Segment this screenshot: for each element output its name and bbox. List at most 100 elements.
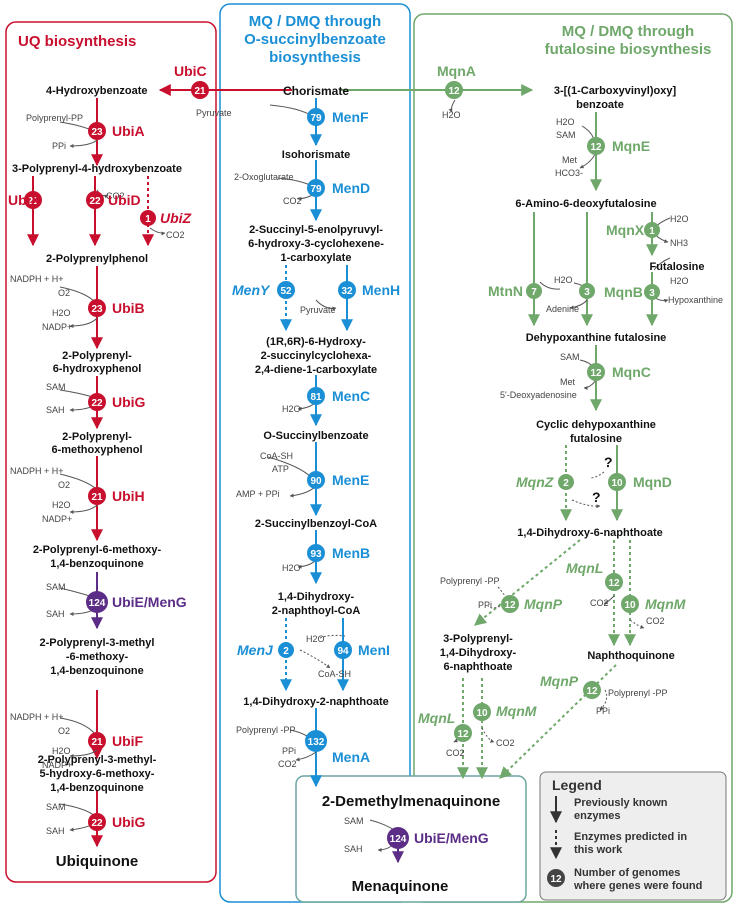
- badge-ubid: [86, 191, 104, 209]
- badge-mene-count: 90: [310, 476, 322, 487]
- legend-dotted-1: Enzymes predicted in: [574, 831, 687, 843]
- cof-sah-ubig2: SAH: [46, 826, 65, 836]
- cof-oxoglutarate: 2-Oxoglutarate: [234, 172, 294, 182]
- cof-ampppi-mene: AMP + PPi: [236, 489, 280, 499]
- badge-menb: [307, 544, 325, 562]
- compound-ubiquinone: Ubiquinone: [56, 853, 139, 870]
- cof-h2o-ubih: H2O: [52, 500, 71, 510]
- cof-hypoxanthine: Hypoxanthine: [668, 295, 723, 305]
- compound-pp3m5h-3: 1,4-benzoquinone: [50, 782, 144, 794]
- enzyme-mqnc: MqnC: [612, 364, 651, 380]
- badge-mqnl1-count: 12: [608, 578, 620, 589]
- badge-mend-count: 79: [310, 184, 322, 195]
- compound-sephchc-3: 1-carboxylate: [281, 252, 352, 264]
- uq-panel-frame: [5, 21, 217, 883]
- cof-polyprenylpp-mena: Polyprenyl -PP: [236, 725, 296, 735]
- compound-dhna: 1,4-Dihydroxy-2-naphthoate: [243, 696, 388, 708]
- badge-ubie2: [387, 827, 409, 849]
- badge-menj-count: 2: [283, 646, 289, 657]
- compound-pp6n-2: 1,4-Dihydroxy-: [440, 647, 517, 659]
- badge-mqne: [587, 137, 605, 155]
- enzyme-ubix: UbiX: [8, 192, 41, 208]
- cof-h2o-ubib: H2O: [52, 308, 71, 318]
- legend-count-2: where genes were found: [573, 880, 702, 892]
- cof-sah-ubie1: SAH: [46, 609, 65, 619]
- badge-mqnx: [644, 222, 660, 238]
- compound-chorismate: Chorismate: [283, 84, 349, 98]
- badge-mqnp2-count: 12: [586, 686, 598, 697]
- cof-co2-mqnl2: CO2: [446, 748, 465, 758]
- enzyme-mqnd: MqnD: [633, 474, 672, 490]
- compound-2-polyprenyl-6-methoxyphenol-2: 6-methoxyphenol: [51, 444, 142, 456]
- compound-cvb-2: benzoate: [576, 99, 624, 111]
- cof-ppi-ubia: PPi: [52, 141, 66, 151]
- badge-mqnm2: [473, 703, 491, 721]
- badge-mqne-count: 12: [590, 142, 602, 153]
- enzyme-mqnb: MqnB: [604, 284, 643, 300]
- badge-mqnc: [587, 363, 605, 381]
- compound-ppmbq-1: 2-Polyprenyl-6-methoxy-: [33, 544, 162, 556]
- cof-co2-mqnl1: CO2: [590, 598, 609, 608]
- badge-ubig2: [88, 813, 106, 831]
- cof-sam-mqne: SAM: [556, 130, 576, 140]
- cof-nadp-ubih: NADP+: [42, 514, 72, 524]
- legend-count-sample: 12: [550, 874, 562, 885]
- cof-sam-ubig1: SAM: [46, 382, 66, 392]
- compound-pp3m5h-2: 5-hydroxy-6-methoxy-: [40, 768, 155, 780]
- cof-h2o-menj: H2O: [306, 634, 325, 644]
- enzyme-menf: MenF: [332, 109, 369, 125]
- compound-pp6n-1: 3-Polyprenyl-: [443, 633, 513, 645]
- cof-nadph-ubih: NADPH + H+: [10, 466, 64, 476]
- badge-mqnp1-count: 12: [504, 600, 516, 611]
- badge-meny-count: 52: [280, 286, 292, 297]
- compound-cyclic-dhfut-2: futalosine: [570, 433, 622, 445]
- badge-mqnd: [608, 473, 626, 491]
- compound-menaquinone: Menaquinone: [352, 878, 449, 895]
- fut-title-2: futalosine biosynthesis: [545, 41, 712, 58]
- badge-ubix: [24, 191, 42, 209]
- legend-dotted-2: this work: [574, 844, 623, 856]
- badge-mqnl2-count: 12: [457, 729, 469, 740]
- compound-futalosine: Futalosine: [649, 261, 704, 273]
- compound-dhna-coa-1: 1,4-Dihydroxy-: [278, 591, 355, 603]
- cof-question-2: ?: [592, 489, 601, 505]
- cof-coash-menj: CoA-SH: [318, 669, 351, 679]
- badge-mqnm1-count: 10: [624, 600, 636, 611]
- cof-pyruvate-menh: Pyruvate: [300, 305, 336, 315]
- cof-o2-ubif: O2: [58, 726, 70, 736]
- legend-title: Legend: [552, 777, 602, 793]
- cof-co2-mqnm1: CO2: [646, 616, 665, 626]
- cof-o2-ubib: O2: [58, 288, 70, 298]
- legend-count-badge: [547, 869, 565, 887]
- cof-o2-ubih: O2: [58, 480, 70, 490]
- badge-ubie2-count: 124: [390, 834, 407, 845]
- compound-4-hydroxybenzoate: 4-Hydroxybenzoate: [46, 85, 147, 97]
- enzyme-mqnx: MqnX: [606, 222, 645, 238]
- enzyme-ubih: UbiH: [112, 488, 145, 504]
- badge-meny: [277, 281, 295, 299]
- product-box: [295, 775, 527, 903]
- osb-title-2: O-succinylbenzoate: [244, 31, 386, 48]
- cof-co2-mqnm2: CO2: [496, 738, 515, 748]
- compound-naphthoquinone: Naphthoquinone: [587, 650, 674, 662]
- cof-co2-ubid: CO2: [106, 191, 125, 201]
- cof-co2-ubiz: CO2: [166, 230, 185, 240]
- badge-ubih: [88, 487, 106, 505]
- cof-h2o-mqnb: H2O: [670, 276, 689, 286]
- compound-2-polyprenyl-6-methoxyphenol-1: 2-Polyprenyl-: [62, 431, 132, 443]
- cof-atp-mene: ATP: [272, 464, 289, 474]
- compound-pp6n-3: 6-naphthoate: [443, 661, 512, 673]
- legend-solid-2: enzymes: [574, 810, 620, 822]
- compound-pp3m-3: 1,4-benzoquinone: [50, 665, 144, 677]
- cof-nadp-ubif: NADP+: [42, 760, 72, 770]
- badge-menb-count: 93: [310, 549, 322, 560]
- enzyme-menh: MenH: [362, 282, 400, 298]
- compound-2-polyprenyl-6-hydroxyphenol-1: 2-Polyprenyl-: [62, 350, 132, 362]
- enzyme-ubie1: UbiE/MenG: [112, 594, 187, 610]
- badge-mqnm2-count: 10: [476, 708, 488, 719]
- cof-nh3-mqnx: NH3: [670, 238, 688, 248]
- enzyme-mqnl2: MqnL: [418, 710, 455, 726]
- enzyme-ubig2: UbiG: [112, 814, 146, 830]
- uq-title: UQ biosynthesis: [18, 33, 136, 50]
